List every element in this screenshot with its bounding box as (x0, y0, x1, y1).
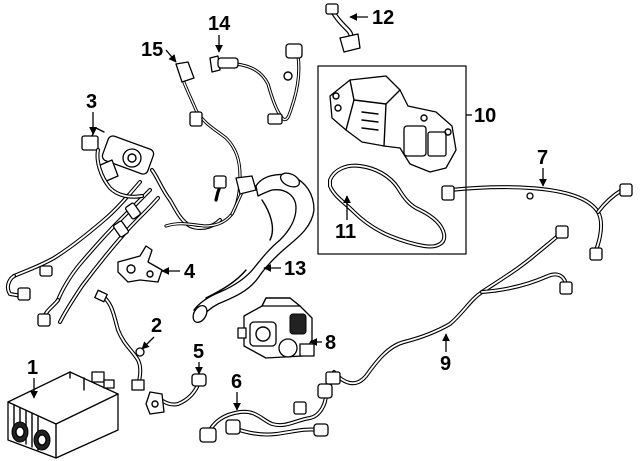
callout-14: 14 (208, 13, 231, 53)
callout-9-label: 9 (440, 353, 451, 375)
callout-15: 15 (141, 39, 177, 63)
callout-5-label: 5 (193, 341, 204, 363)
callout-11-label: 11 (335, 221, 356, 243)
callout-4: 4 (161, 261, 196, 283)
callout-2: 2 (141, 315, 162, 350)
callout-1: 1 (27, 357, 38, 399)
part-2-hose (94, 289, 145, 391)
callout-6-label: 6 (231, 371, 242, 393)
part-8-valve-assembly (237, 297, 315, 359)
part-13-intake-tube (192, 172, 315, 324)
part-15-oxygen-sensor (164, 61, 257, 228)
callout-14-label: 14 (208, 13, 231, 35)
callout-13: 13 (263, 258, 306, 280)
callout-10-label: 10 (474, 105, 496, 127)
part-14-oxygen-sensor (209, 43, 303, 125)
part-6-hose-assembly (199, 383, 333, 443)
callout-7: 7 (537, 147, 548, 187)
callout-10: 10 (466, 105, 496, 127)
part-12-hose (325, 3, 361, 53)
callout-1-label: 1 (27, 357, 38, 379)
part-9-long-hose (325, 225, 573, 386)
callout-4-label: 4 (184, 261, 196, 283)
part-3-purge-valve-and-lines (5, 127, 222, 327)
callout-3: 3 (86, 91, 97, 135)
callout-13-label: 13 (284, 258, 306, 280)
callout-7-label: 7 (537, 147, 548, 169)
callout-6: 6 (231, 371, 242, 411)
callout-8: 8 (309, 332, 336, 354)
callout-3-label: 3 (86, 91, 97, 113)
callout-9: 9 (440, 333, 451, 375)
callout-5: 5 (193, 341, 204, 375)
part-7-hose (441, 183, 633, 261)
parts-10-11-group-box (317, 65, 467, 255)
callout-15-label: 15 (141, 39, 163, 61)
part-11-gasket (328, 163, 447, 249)
callout-8-label: 8 (325, 332, 336, 354)
part-1-vapor-canister (7, 371, 119, 459)
part-10-intake-module (329, 75, 457, 173)
part-4-bracket (117, 245, 163, 283)
callout-12-label: 12 (372, 7, 394, 29)
callout-11: 11 (335, 195, 356, 243)
part-5-small-hose (145, 373, 207, 415)
callout-12: 12 (349, 7, 394, 29)
callout-2-label: 2 (151, 315, 162, 337)
